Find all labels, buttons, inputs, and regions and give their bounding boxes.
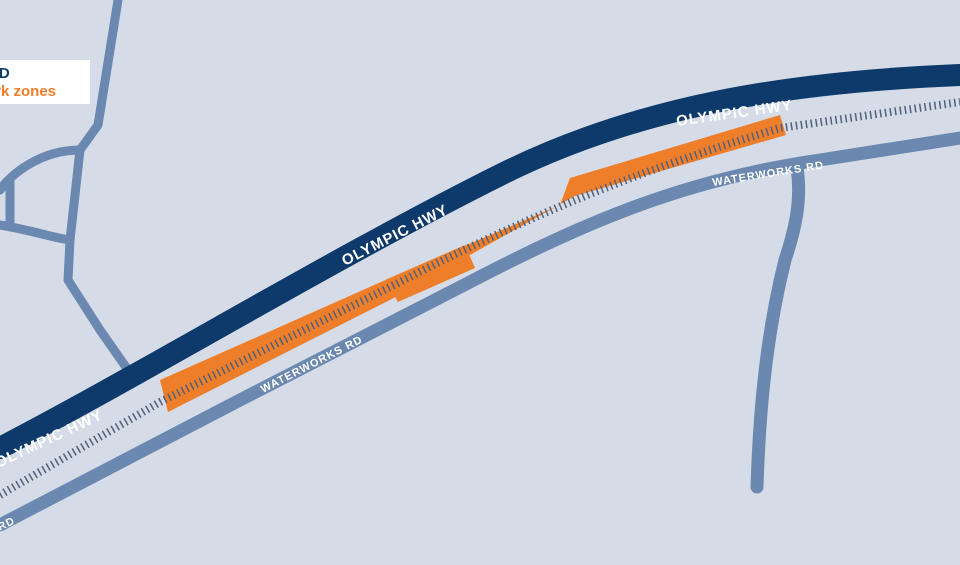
- local-road-west-loop-top: [0, 145, 85, 195]
- local-road-network: [0, 0, 133, 375]
- waterworks-rd: [0, 131, 960, 532]
- local-road-north: [75, 0, 123, 155]
- map-legend: ND ork zones: [0, 60, 90, 104]
- rail-line: [0, 98, 960, 499]
- waterworks-rd-south-branch: [750, 161, 806, 494]
- legend-work-zones: ork zones: [0, 83, 57, 100]
- olympic-hwy: [0, 64, 960, 459]
- local-road-south-connector: [63, 145, 133, 375]
- legend-title: ND: [0, 65, 10, 82]
